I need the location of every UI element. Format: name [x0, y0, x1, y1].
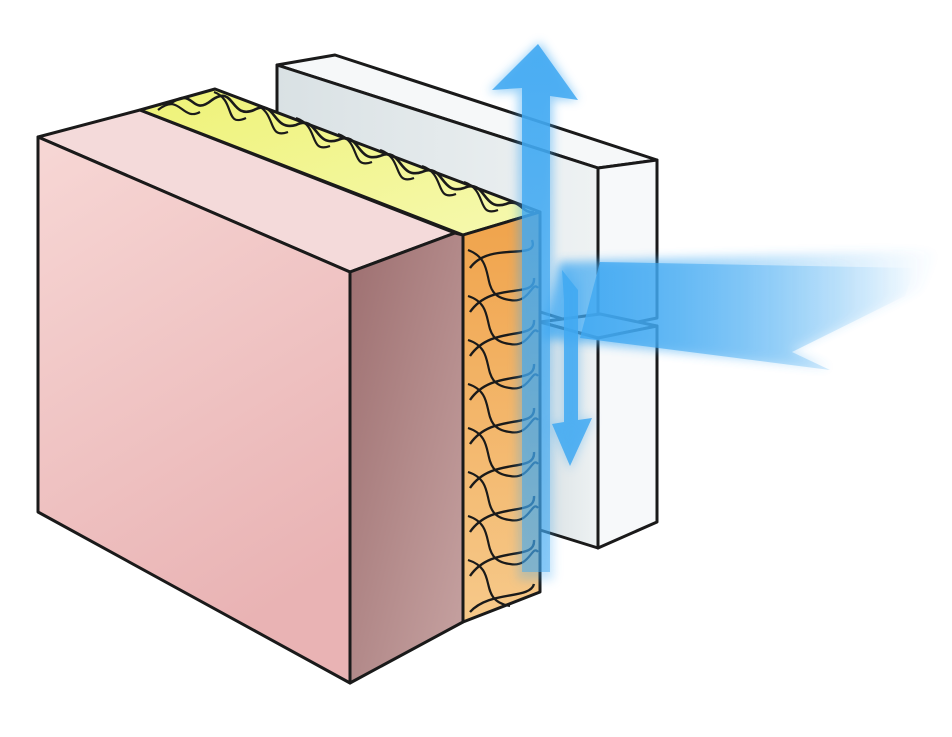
airflow-inward-arrow [540, 250, 940, 370]
wall-block [36, 108, 465, 685]
airflow-down-arrow [550, 262, 594, 470]
airflow-up-arrow [488, 42, 578, 580]
